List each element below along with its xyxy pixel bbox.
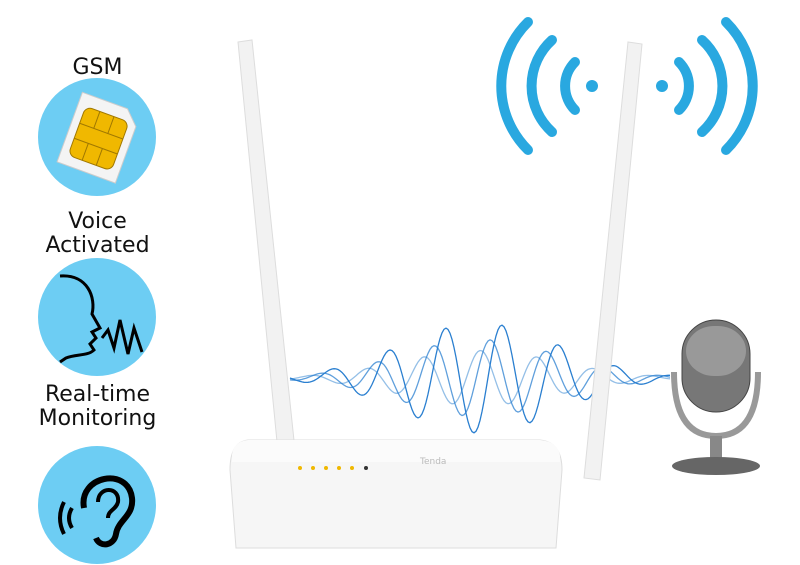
feature-label-gsm: GSM <box>72 55 123 80</box>
wifi-signal-icon <box>496 17 758 155</box>
router-brand: Tenda <box>419 457 446 467</box>
router-body: Tenda <box>229 439 563 549</box>
right-antenna <box>583 41 643 481</box>
feature-circle-monitoring <box>38 446 156 564</box>
sim-card-icon <box>56 91 137 184</box>
sound-wave-line <box>289 349 671 405</box>
ear-listening-icon <box>58 475 136 548</box>
feature-circle-gsm <box>38 78 156 196</box>
left-antenna <box>237 39 296 453</box>
speaking-head-icon <box>59 274 144 364</box>
microphone-icon <box>671 319 761 475</box>
feature-circle-voice <box>38 258 156 376</box>
